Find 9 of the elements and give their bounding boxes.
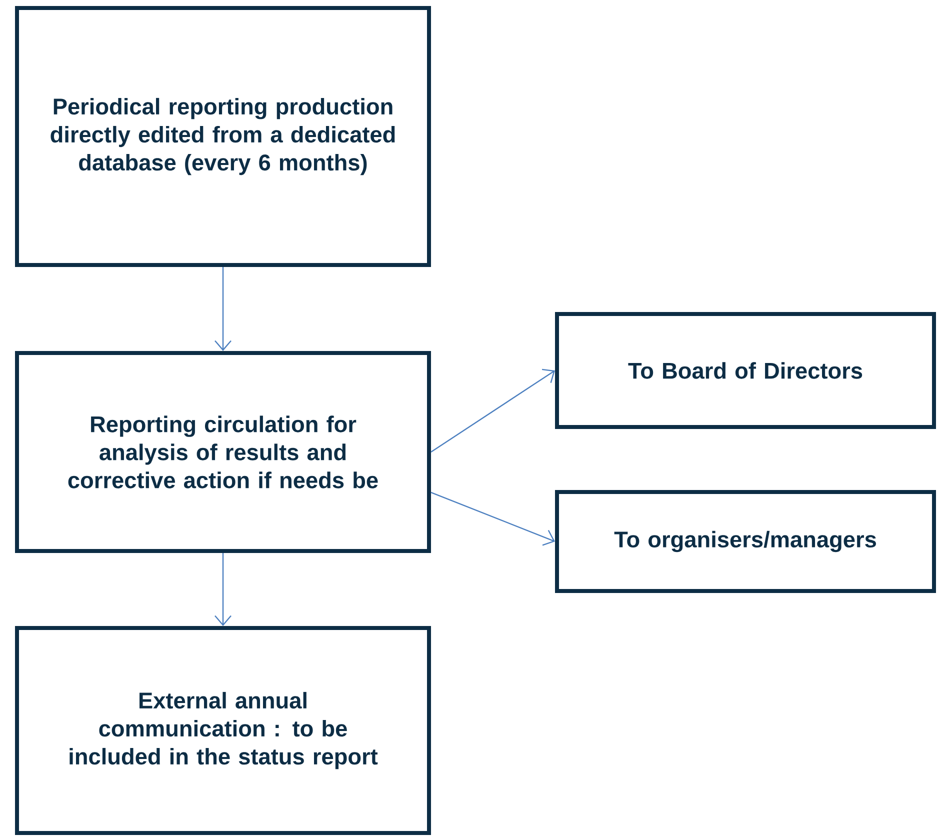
- process-box: To organisers/managers: [555, 490, 936, 593]
- arrow: [214, 267, 232, 351]
- arrow: [430, 492, 555, 546]
- arrow: [214, 553, 232, 626]
- process-box: To Board of Directors: [555, 312, 936, 429]
- process-box: External annual communication : to be included in the status report: [15, 626, 431, 835]
- process-box: Reporting circulation for analysis of results and corrective action if needs be: [15, 351, 431, 553]
- arrow: [430, 368, 555, 452]
- process-box: Periodical reporting production directly edited from a dedicated database (every 6 months): [15, 6, 431, 267]
